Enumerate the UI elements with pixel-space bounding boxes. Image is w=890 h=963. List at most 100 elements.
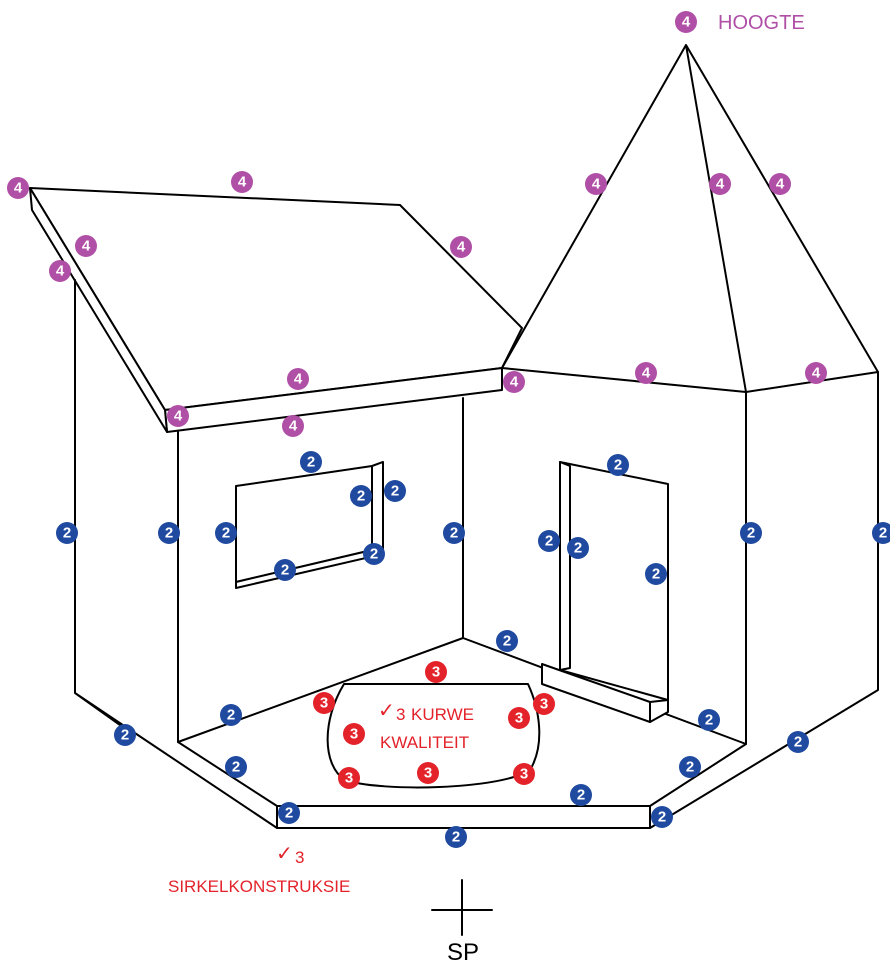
height-marker-number: 4 — [510, 374, 519, 391]
height-marker-number: 4 — [294, 371, 303, 388]
height-marker-dot — [769, 173, 791, 195]
height-marker-number: 4 — [716, 176, 725, 193]
height-marker-dot — [167, 405, 189, 427]
plane-marker: 2 — [872, 522, 890, 544]
plane-marker: 2 — [740, 522, 762, 544]
plane-marker-number: 2 — [577, 787, 585, 804]
plane-marker-dot — [56, 522, 78, 544]
height-marker-dot — [231, 171, 253, 193]
tower-right-wall — [649, 371, 879, 829]
height-legend-marker — [675, 11, 697, 33]
plane-marker-dot — [114, 724, 136, 746]
height-legend-number: 4 — [682, 14, 691, 31]
height-marker-number: 4 — [812, 365, 821, 382]
plane-marker-number: 2 — [165, 525, 173, 542]
plane-marker-number: 2 — [222, 525, 230, 542]
plane-marker: 2 — [225, 756, 247, 778]
plane-marker-dot — [220, 704, 242, 726]
plane-marker-number: 2 — [658, 809, 666, 826]
curve-marker: 3 — [513, 763, 535, 785]
curve-marker-dot — [338, 767, 360, 789]
height-marker-number: 4 — [238, 174, 247, 191]
plane-marker: 2 — [651, 806, 673, 828]
plane-marker-number: 2 — [747, 525, 755, 542]
curve-check-mark: ✓ — [378, 700, 395, 722]
plane-marker-dot — [225, 756, 247, 778]
plane-marker-number: 2 — [794, 734, 802, 751]
plane-marker-dot — [443, 522, 465, 544]
curve-line2: KWALITEIT — [380, 733, 469, 752]
height-marker: 4 — [167, 405, 189, 427]
plane-marker-dot — [350, 485, 372, 507]
left-roof-edge-side — [29, 187, 168, 433]
circle-title: SIRKELKONSTRUKSIE — [168, 877, 350, 896]
plane-marker-dot — [278, 802, 300, 824]
door-step-side — [649, 699, 669, 723]
height-marker: 4 — [805, 362, 827, 384]
plane-marker-dot — [787, 731, 809, 753]
door-frame-inner — [559, 461, 571, 671]
plane-marker-number: 2 — [121, 727, 129, 744]
curve-marker-dot — [343, 723, 365, 745]
plane-marker-dot — [158, 522, 180, 544]
curve-marker-number: 3 — [345, 770, 353, 787]
height-marker: 4 — [231, 171, 253, 193]
height-marker-number: 4 — [776, 176, 785, 193]
curve-marker: 3 — [338, 767, 360, 789]
curve-marker: 3 — [343, 723, 365, 745]
height-marker-dot — [450, 236, 472, 258]
plane-marker: 2 — [496, 630, 518, 652]
plane-marker: 2 — [698, 709, 720, 731]
circle-construction-label: ✓ 3 SIRKELKONSTRUKSIE — [168, 843, 350, 896]
plane-marker: 2 — [300, 451, 322, 473]
curve-marker-dot — [533, 693, 555, 715]
height-legend: 4 HOOGTE — [675, 11, 805, 34]
plane-marker-number: 2 — [614, 457, 622, 474]
height-marker-dot — [585, 173, 607, 195]
height-marker: 4 — [7, 177, 29, 199]
plane-marker: 2 — [570, 784, 592, 806]
plane-marker-dot — [567, 537, 589, 559]
curve-shape — [326, 683, 541, 789]
curve-marker-dot — [508, 707, 530, 729]
plane-marker: 2 — [384, 480, 406, 502]
curve-marker-number: 3 — [432, 664, 440, 681]
height-marker: 4 — [450, 236, 472, 258]
height-marker: 4 — [287, 368, 309, 390]
height-marker-dot — [805, 362, 827, 384]
plane-marker-dot — [496, 630, 518, 652]
height-marker-dot — [49, 260, 71, 282]
curve-line1: KURWE — [411, 705, 474, 724]
height-marker-dot — [635, 362, 657, 384]
plane-marker-number: 2 — [686, 759, 694, 776]
plane-marker-dot — [215, 522, 237, 544]
curve-marker: 3 — [533, 693, 555, 715]
window-frame — [235, 465, 373, 583]
plane-marker: 2 — [607, 454, 629, 476]
plane-marker-number: 2 — [452, 829, 460, 846]
plane-marker-number: 2 — [232, 759, 240, 776]
plane-marker-dot — [445, 826, 467, 848]
plane-marker-number: 2 — [574, 540, 582, 557]
circle-number: 3 — [295, 848, 304, 867]
plane-marker: 2 — [350, 485, 372, 507]
height-marker: 4 — [49, 260, 71, 282]
curve-marker-number: 3 — [350, 726, 358, 743]
height-marker: 4 — [709, 173, 731, 195]
plane-marker-number: 2 — [450, 525, 458, 542]
curve-marker: 3 — [425, 661, 447, 683]
height-marker-dot — [287, 368, 309, 390]
plane-marker: 2 — [645, 563, 667, 585]
height-marker-number: 4 — [592, 176, 601, 193]
plane-marker: 2 — [56, 522, 78, 544]
plane-marker: 2 — [445, 826, 467, 848]
height-marker: 4 — [585, 173, 607, 195]
height-marker: 4 — [503, 371, 525, 393]
plane-marker: 2 — [787, 731, 809, 753]
plane-marker: 2 — [278, 802, 300, 824]
plane-marker-dot — [363, 543, 385, 565]
plane-marker-number: 2 — [227, 707, 235, 724]
